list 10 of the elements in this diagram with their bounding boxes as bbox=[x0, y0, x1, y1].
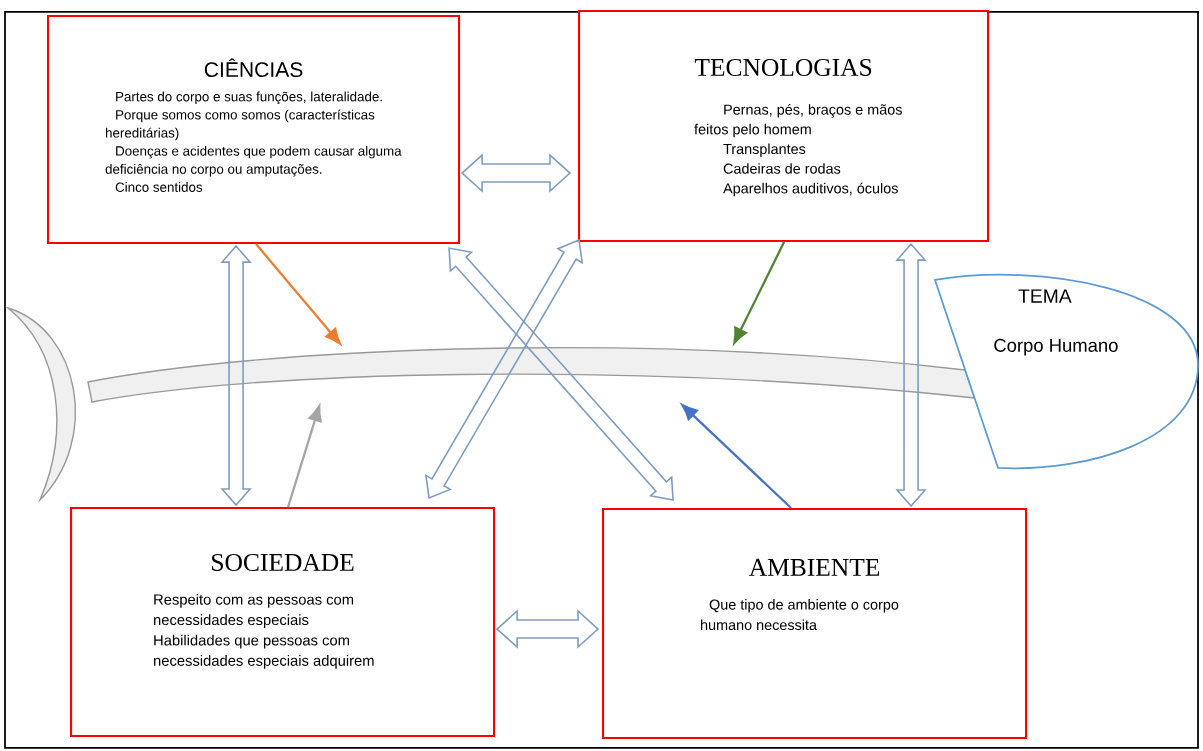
node-label: TEMA bbox=[1018, 289, 1072, 303]
topic-box: TECNOLOGIAS Pernas, pés, braços e mãos feitos pelo homem Transplantes Cadeiras de rodas Aparelhos auditivos, óculos bbox=[578, 10, 990, 243]
block-arrow bbox=[448, 247, 674, 501]
fish-head: TEMA Corpo Humano bbox=[934, 273, 1199, 470]
topic-box: SOCIEDADE Respeito com as pessoas com necessidades especiais Habilidades que pessoas com necessidades especiais adquirem bbox=[70, 507, 496, 738]
topic-box: AMBIENTE Que tipo de ambiente o corpo humano necessita bbox=[602, 508, 1028, 740]
topic-box: CIÊNCIAS Partes do corpo e suas funções, lateralidade. Porque somos como somos (características hereditárias) Doenças e acidentes que podem causar alguma deficiência no corpo ou amputações. Cinco sentidos bbox=[47, 15, 461, 245]
arrow bbox=[681, 404, 792, 509]
fish-skeleton-drawing bbox=[87, 347, 976, 403]
node-label: Corpo Humano bbox=[994, 338, 1118, 356]
